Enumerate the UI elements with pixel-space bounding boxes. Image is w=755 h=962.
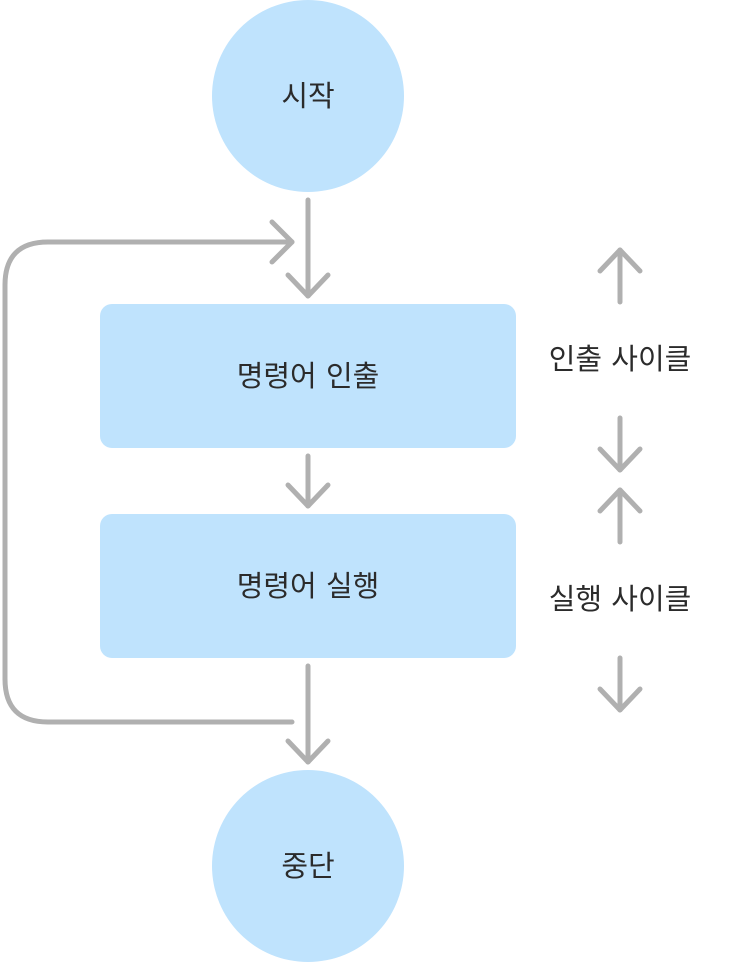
execute-cycle-up-arrow	[597, 487, 643, 545]
execute-node: 명령어 실행	[100, 514, 516, 658]
start-node: 시작	[212, 0, 404, 192]
start-circle	[212, 0, 404, 192]
halt-label: 중단	[281, 849, 334, 883]
loop-back-arrow	[2, 219, 295, 725]
start-label: 시작	[281, 79, 334, 113]
execute-cycle-annotation: 실행 사이클	[549, 487, 692, 713]
execute-box	[100, 514, 516, 658]
halt-node: 중단	[212, 770, 404, 962]
fetch-cycle-label: 인출 사이클	[549, 342, 692, 376]
execute-cycle-label: 실행 사이클	[549, 582, 692, 616]
arrow-start-to-fetch	[285, 197, 331, 299]
fetch-cycle-up-arrow	[597, 247, 643, 305]
fetch-cycle-annotation: 인출 사이클	[549, 247, 692, 473]
fetch-cycle-down-arrow	[597, 415, 643, 473]
execute-label: 명령어 실행	[237, 569, 380, 603]
arrow-execute-to-halt	[285, 663, 331, 765]
execute-cycle-down-arrow	[597, 655, 643, 713]
fetch-label: 명령어 인출	[237, 359, 380, 393]
fetch-node: 명령어 인출	[100, 304, 516, 448]
arrow-fetch-to-execute	[285, 453, 331, 509]
fetch-box	[100, 304, 516, 448]
halt-circle	[212, 770, 404, 962]
